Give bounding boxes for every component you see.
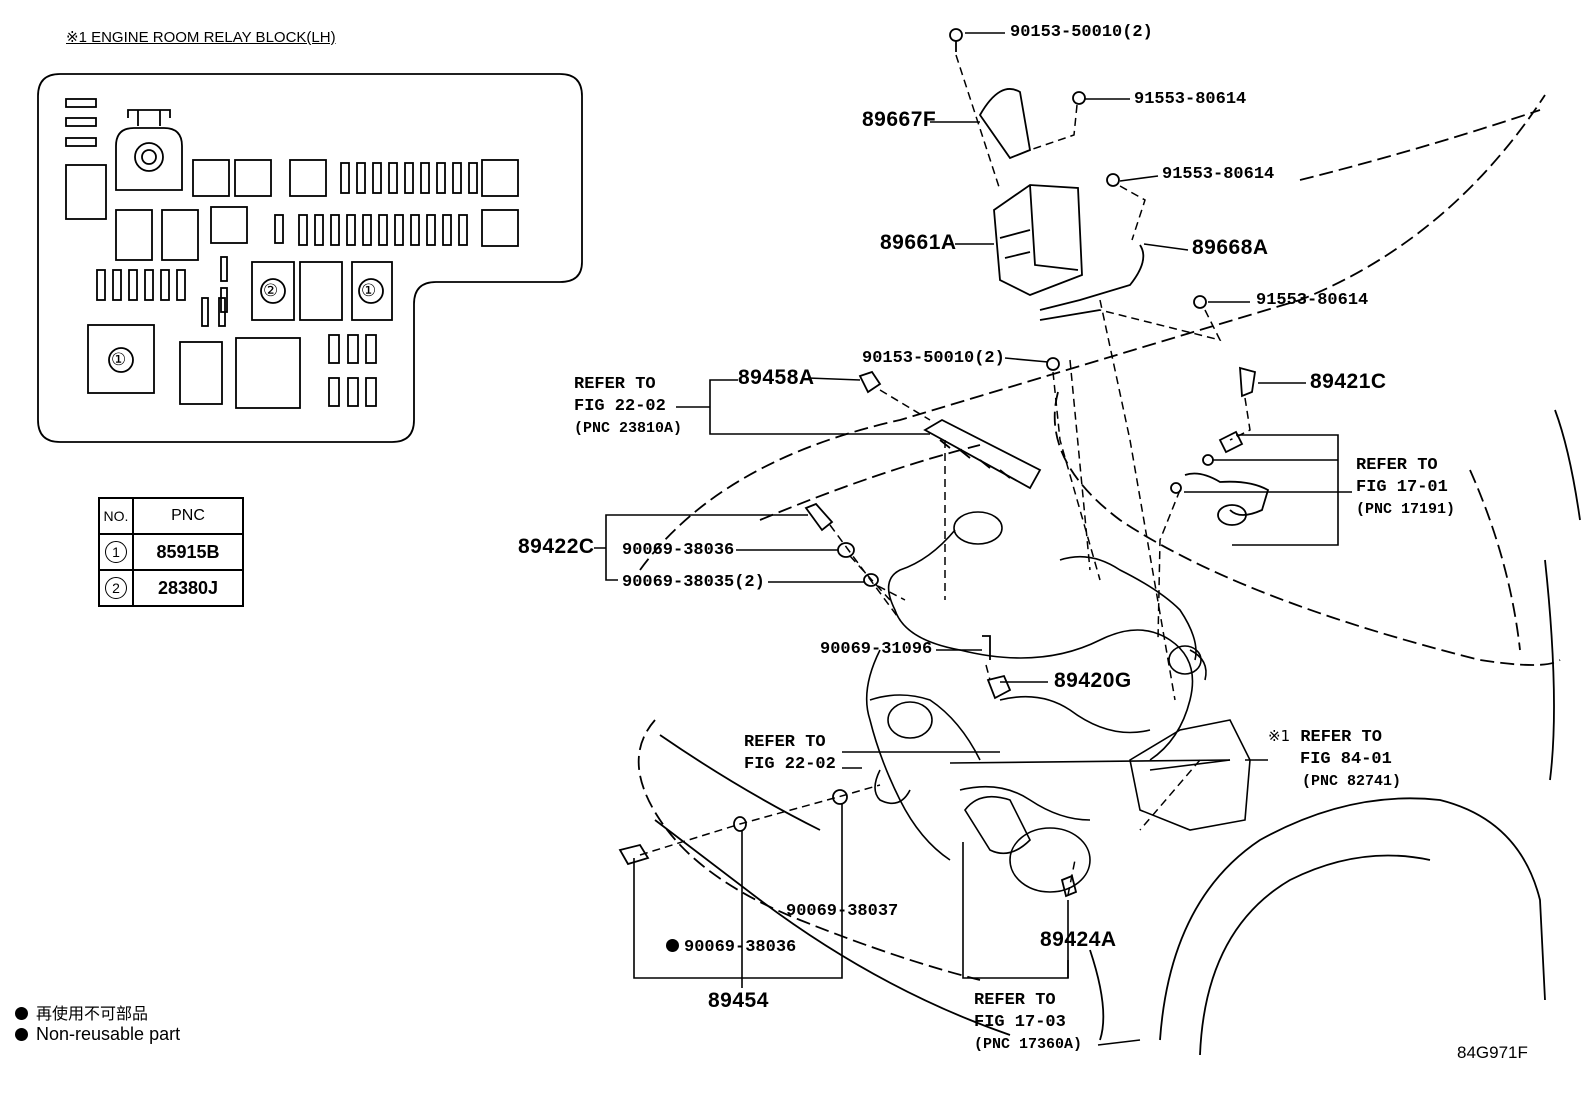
relay-block-title: ※1 ENGINE ROOM RELAY BLOCK(LH)	[66, 29, 336, 46]
refer-to-fig-17-03[interactable]: REFER TO FIG 17-03 (PNC 17360A)	[974, 991, 1083, 1053]
part-label-90069-31096[interactable]: 90069-31096	[820, 640, 933, 659]
part-label-90153-mid[interactable]: 90153-50010(2)	[862, 349, 1005, 368]
legend-jp: 再使用不可部品	[15, 1000, 148, 1024]
fuse-slot	[346, 214, 356, 246]
fuse-slot	[372, 162, 382, 194]
ecu-assembly	[978, 88, 1145, 321]
pnc-value: 85915B	[132, 533, 244, 571]
fuse-slot	[330, 214, 340, 246]
refer-to-fig-84-01[interactable]: ※1 REFER TO FIG 84-01 (PNC 82741)	[1268, 727, 1402, 790]
part-label-89420G[interactable]: 89420G	[1054, 669, 1132, 692]
fuse-slot	[426, 214, 436, 246]
refer-to-fig-17-01[interactable]: REFER TO FIG 17-01 (PNC 17191)	[1356, 456, 1456, 518]
fuse-slot	[356, 162, 366, 194]
part-label-90069-38037[interactable]: 90069-38037	[786, 902, 899, 921]
part-label-89667F[interactable]: 89667F	[862, 108, 937, 131]
part-label-91553-b[interactable]: 91553-80614	[1162, 165, 1275, 184]
relay-marker-1a: ①	[361, 281, 377, 301]
fuse-slot	[452, 162, 462, 194]
fuse-slot	[394, 214, 404, 246]
part-label-89454[interactable]: 89454	[708, 989, 769, 1012]
table-row: 2 28380J	[98, 569, 244, 607]
fender-lines	[654, 409, 1581, 1056]
fuse-slot	[378, 214, 388, 246]
fuse-slot	[410, 214, 420, 246]
part-label-89421C[interactable]: 89421C	[1310, 370, 1387, 393]
fuse-slot	[442, 214, 452, 246]
part-label-89422C[interactable]: 89422C	[518, 535, 595, 558]
fuse-slot	[436, 162, 446, 194]
relay-marker-2: ②	[263, 281, 279, 301]
part-label-89458A[interactable]: 89458A	[738, 366, 815, 389]
non-reusable-dot-icon	[15, 1006, 28, 1020]
part-label-90069-38036-a[interactable]: 90069-38036	[622, 541, 735, 560]
fuse-slot	[404, 162, 414, 194]
non-reusable-dot-icon	[666, 939, 679, 953]
fuse-slot	[362, 214, 372, 246]
table-row: 1 85915B	[98, 533, 244, 571]
part-label-89668A[interactable]: 89668A	[1192, 236, 1269, 259]
relay-marker-1b: ①	[111, 350, 127, 370]
fuel-rail	[923, 418, 1042, 490]
fuse-slot	[420, 162, 430, 194]
part-label-90069-38036-b[interactable]: 90069-38036	[666, 938, 796, 957]
refer-to-fig-22-02-b[interactable]: REFER TO FIG 22-02	[744, 733, 836, 774]
engine-sketch	[865, 511, 1251, 893]
non-reusable-dot-icon	[15, 1027, 28, 1041]
pnc-table-header: NO. PNC	[98, 497, 244, 535]
fuse-slot	[458, 214, 468, 246]
part-label-91553-c[interactable]: 91553-80614	[1256, 291, 1369, 310]
solid-leaders	[594, 32, 1352, 1046]
row-number: 2	[105, 577, 127, 599]
fuse-slot	[340, 162, 350, 194]
part-label-91553-a[interactable]: 91553-80614	[1134, 90, 1247, 109]
refer-to-fig-22-02-a[interactable]: REFER TO FIG 22-02 (PNC 23810A)	[574, 375, 683, 437]
fuse-slot	[298, 214, 308, 246]
fuse-slot	[314, 214, 324, 246]
part-label-90069-38035[interactable]: 90069-38035(2)	[622, 573, 765, 592]
vehicle-body-lines	[637, 94, 1561, 981]
legend-en: Non-reusable part	[15, 1024, 180, 1045]
small-parts	[618, 28, 1270, 898]
fuse-slot	[388, 162, 398, 194]
fuse-slot	[468, 162, 478, 194]
pnc-table: NO. PNC 1 85915B 2 28380J	[98, 497, 244, 607]
part-label-89424A[interactable]: 89424A	[1040, 928, 1117, 951]
pnc-value: 28380J	[132, 569, 244, 607]
part-label-90153-top[interactable]: 90153-50010(2)	[1010, 23, 1153, 42]
relay-block-outline	[37, 73, 583, 443]
pnc-header-no: NO.	[98, 497, 134, 535]
pnc-header-pnc: PNC	[132, 497, 244, 535]
part-label-89661A[interactable]: 89661A	[880, 231, 957, 254]
row-number: 1	[105, 541, 127, 563]
illustration-code: 84G971F	[1457, 1043, 1528, 1062]
